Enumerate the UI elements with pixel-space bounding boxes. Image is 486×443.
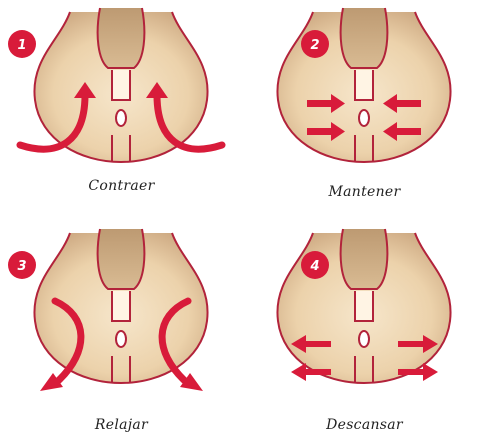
step-caption: Contraer <box>0 178 243 194</box>
step-panel-4: 4 Descansar <box>243 221 486 442</box>
pelvic-floor-illustration <box>277 8 450 162</box>
step-number: 1 <box>17 38 26 53</box>
step-badge: 2 <box>301 30 329 58</box>
step-panel-1: 1 Contraer <box>0 0 243 221</box>
step-badge: 1 <box>8 30 36 58</box>
step-caption: Mantener <box>243 184 486 200</box>
step-panel-3: 3 Relajar <box>0 221 243 442</box>
step-caption: Descansar <box>243 417 486 433</box>
pelvic-floor-illustration <box>34 8 207 162</box>
step-number: 4 <box>309 259 319 274</box>
step-panel-2: 2 Mantener <box>243 0 486 221</box>
step-number: 3 <box>17 259 26 274</box>
step-badge: 3 <box>8 251 36 279</box>
step-badge: 4 <box>301 251 329 279</box>
pelvic-floor-illustration <box>277 229 450 383</box>
step-caption: Relajar <box>0 417 243 433</box>
step-number: 2 <box>310 38 319 53</box>
